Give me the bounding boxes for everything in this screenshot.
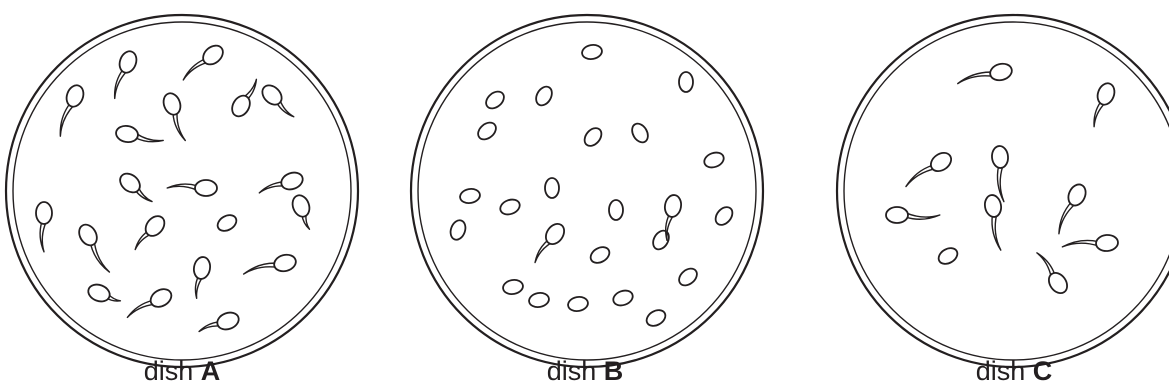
dish-c-letter: C <box>1033 356 1053 386</box>
ungerminated-seed <box>629 121 651 145</box>
dish-c-caption: dish C <box>914 356 1114 386</box>
germinated-seed <box>116 170 152 202</box>
ungerminated-seed <box>483 88 507 112</box>
ungerminated-seed <box>533 84 555 108</box>
dish-c <box>837 15 1169 367</box>
ungerminated-seed <box>679 72 693 92</box>
germinated-seed <box>229 79 257 119</box>
ungerminated-seed <box>475 119 499 143</box>
germinated-seed <box>535 220 568 262</box>
germinated-seed <box>259 170 305 193</box>
ungerminated-seed <box>215 212 239 234</box>
germinated-seed <box>1062 234 1118 252</box>
dish-b-word: dish <box>547 356 597 386</box>
germinated-seed <box>1037 253 1071 297</box>
germinated-seed <box>161 91 186 141</box>
ungerminated-seed <box>650 228 672 252</box>
dish-a-word: dish <box>144 356 194 386</box>
ungerminated-seed <box>502 278 524 295</box>
germinated-seed <box>1059 182 1089 234</box>
germinated-seed <box>199 310 241 333</box>
dish-outer-rim <box>6 15 358 367</box>
germinated-seed <box>115 124 163 144</box>
ungerminated-seed <box>611 288 635 308</box>
germinated-seed <box>167 180 217 196</box>
germinated-seed <box>663 194 683 240</box>
germinated-seed <box>244 252 298 274</box>
ungerminated-seed <box>581 43 603 60</box>
ungerminated-seed <box>498 197 522 217</box>
ungerminated-seed <box>448 218 468 242</box>
germinated-seed <box>1094 81 1117 127</box>
dish-b-letter: B <box>604 356 624 386</box>
dish-a-caption: dish A <box>82 356 282 386</box>
germinated-seed <box>135 212 168 249</box>
dish-a-letter: A <box>201 356 221 386</box>
ungerminated-seed <box>567 295 589 312</box>
germinated-seed <box>60 83 86 136</box>
ungerminated-seed <box>459 187 481 204</box>
germinated-seed <box>183 42 226 80</box>
ungerminated-seed <box>936 245 960 267</box>
ungerminated-seed <box>545 178 559 198</box>
dish-b-caption: dish B <box>485 356 685 386</box>
ungerminated-seed <box>609 200 623 220</box>
germinated-seed <box>259 82 294 117</box>
dish-b <box>411 15 763 367</box>
germinated-seed <box>192 256 212 299</box>
ungerminated-seed <box>712 204 736 228</box>
dish-c-word: dish <box>976 356 1026 386</box>
germinated-seed <box>290 193 313 229</box>
ungerminated-seed <box>528 291 550 308</box>
germinated-seed <box>76 221 110 272</box>
germinated-seed <box>127 286 174 318</box>
dish-a <box>6 15 358 367</box>
germinated-seed <box>86 282 120 305</box>
germinated-seed <box>983 194 1003 250</box>
ungerminated-seed <box>702 150 726 170</box>
ungerminated-seed <box>588 244 612 266</box>
germinated-seed <box>115 49 140 99</box>
germinated-seed <box>906 149 955 186</box>
germinated-seed <box>991 145 1009 201</box>
germinated-seed <box>36 202 52 252</box>
germinated-seed <box>958 61 1014 83</box>
dish-inner-rim <box>13 22 351 360</box>
ungerminated-seed <box>676 265 700 289</box>
ungerminated-seed <box>644 307 668 329</box>
germinated-seed <box>886 207 940 223</box>
ungerminated-seed <box>581 125 605 149</box>
